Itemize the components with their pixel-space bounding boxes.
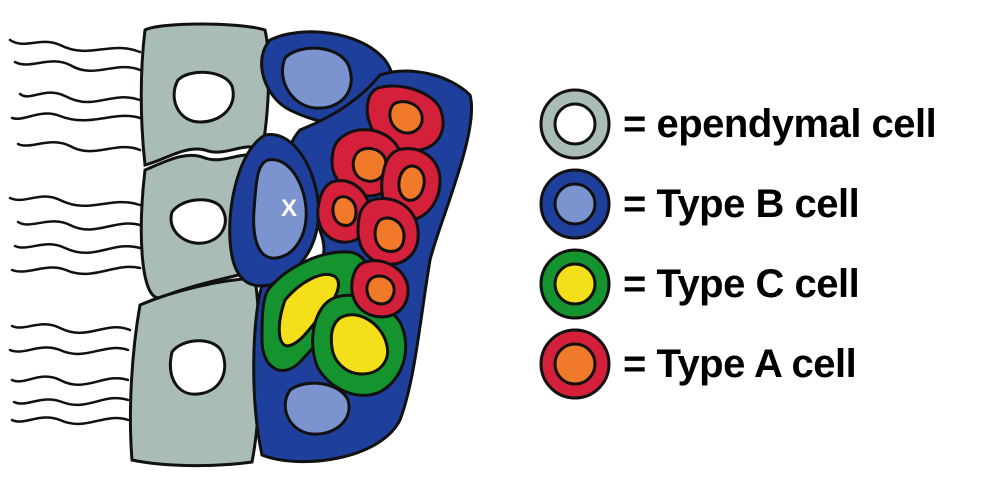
type-c-swatch-icon xyxy=(535,244,615,324)
cilium xyxy=(12,417,128,423)
legend-label: = ependymal cell xyxy=(623,102,936,147)
cell-diagram: X xyxy=(0,0,520,480)
type-b-cell-bottom-nucleus xyxy=(285,383,349,434)
cilium xyxy=(12,113,140,120)
type-a-cell-nucleus xyxy=(390,102,422,133)
ependymal-cell-nucleus xyxy=(171,200,225,244)
legend-item-type-a: = Type A cell xyxy=(535,324,975,404)
legend-label: = Type B cell xyxy=(623,182,859,227)
cilium xyxy=(20,93,140,102)
cilium xyxy=(15,244,140,253)
ependymal-swatch-icon xyxy=(535,84,615,164)
cilium xyxy=(10,40,140,52)
cilia-group xyxy=(10,40,140,424)
type-a-cell-nucleus xyxy=(399,166,424,200)
cilium xyxy=(18,142,140,151)
cilium xyxy=(12,324,130,333)
type-a-cell-nucleus xyxy=(333,197,356,226)
type-a-cell-nucleus xyxy=(375,218,404,251)
x-marker: X xyxy=(281,195,297,222)
cilium xyxy=(10,196,140,205)
cilium xyxy=(14,398,128,405)
legend: = ependymal cell = Type B cell = Type C … xyxy=(535,84,975,404)
cilium xyxy=(12,377,128,385)
ependymal-cell-nucleus xyxy=(174,72,233,122)
type-a-swatch-icon xyxy=(535,324,615,404)
legend-item-type-c: = Type C cell xyxy=(535,244,975,324)
ependymal-cell-nucleus xyxy=(170,341,224,394)
legend-label: = Type C cell xyxy=(623,262,859,307)
type-a-cell-nucleus xyxy=(367,276,394,304)
cilium xyxy=(18,221,140,229)
type-b-cell-nucleus xyxy=(282,48,351,108)
legend-label: = Type A cell xyxy=(623,342,856,387)
cilium xyxy=(10,347,128,353)
legend-item-ependymal: = ependymal cell xyxy=(535,84,975,164)
cilium xyxy=(15,61,140,70)
cilium xyxy=(12,267,140,274)
legend-item-type-b: = Type B cell xyxy=(535,164,975,244)
type-b-swatch-icon xyxy=(535,164,615,244)
